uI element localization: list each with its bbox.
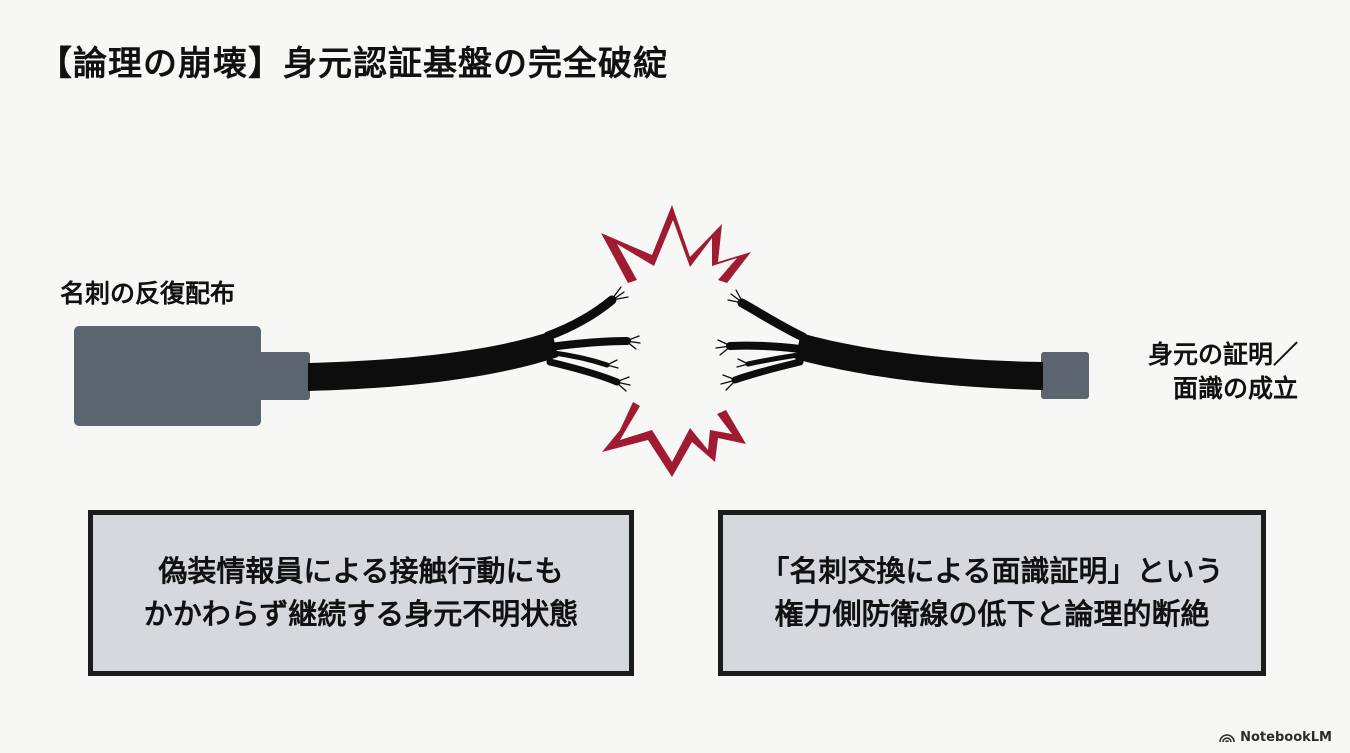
notebooklm-logo-icon <box>1219 733 1235 742</box>
left-caption-box: 偽装情報員による接触行動にも かかわらず継続する身元不明状態 <box>88 510 634 676</box>
explosion-icon <box>601 205 751 283</box>
notebooklm-watermark: NotebookLM <box>1219 730 1332 745</box>
right-caption-line-2: 権力側防衛線の低下と論理的断絶 <box>774 597 1210 631</box>
slide-title: 【論理の崩壊】身元認証基盤の完全破綻 <box>38 44 668 84</box>
left-wire-strands <box>606 286 641 392</box>
right-wire-strands <box>715 289 749 391</box>
right-caption-box: 「名刺交換による面識証明」という 権力側防衛線の低下と論理的断絶 <box>718 510 1266 676</box>
left-plug-body <box>74 326 261 426</box>
right-end-label-line-2: 面識の成立 <box>1172 374 1298 403</box>
explosion-lower-icon <box>602 402 746 477</box>
left-caption-line-1: 偽装情報員による接触行動にも <box>158 554 564 588</box>
left-frayed-wires <box>543 295 631 386</box>
watermark-text: NotebookLM <box>1240 730 1332 745</box>
right-cable <box>795 333 1043 390</box>
right-plug <box>1041 352 1089 399</box>
left-end-label: 名刺の反復配布 <box>60 277 235 311</box>
left-cable <box>308 331 558 391</box>
right-frayed-wires <box>726 298 808 384</box>
left-caption-line-2: かかわらず継続する身元不明状態 <box>143 597 579 631</box>
right-end-label-line-1: 身元の証明／ <box>1147 340 1298 369</box>
left-plug-neck <box>255 352 310 400</box>
left-end-label-text: 名刺の反復配布 <box>60 279 236 308</box>
right-caption-line-1: 「名刺交換による面識証明」という <box>760 554 1224 588</box>
right-end-label: 身元の証明／ 面識の成立 <box>1148 338 1298 406</box>
